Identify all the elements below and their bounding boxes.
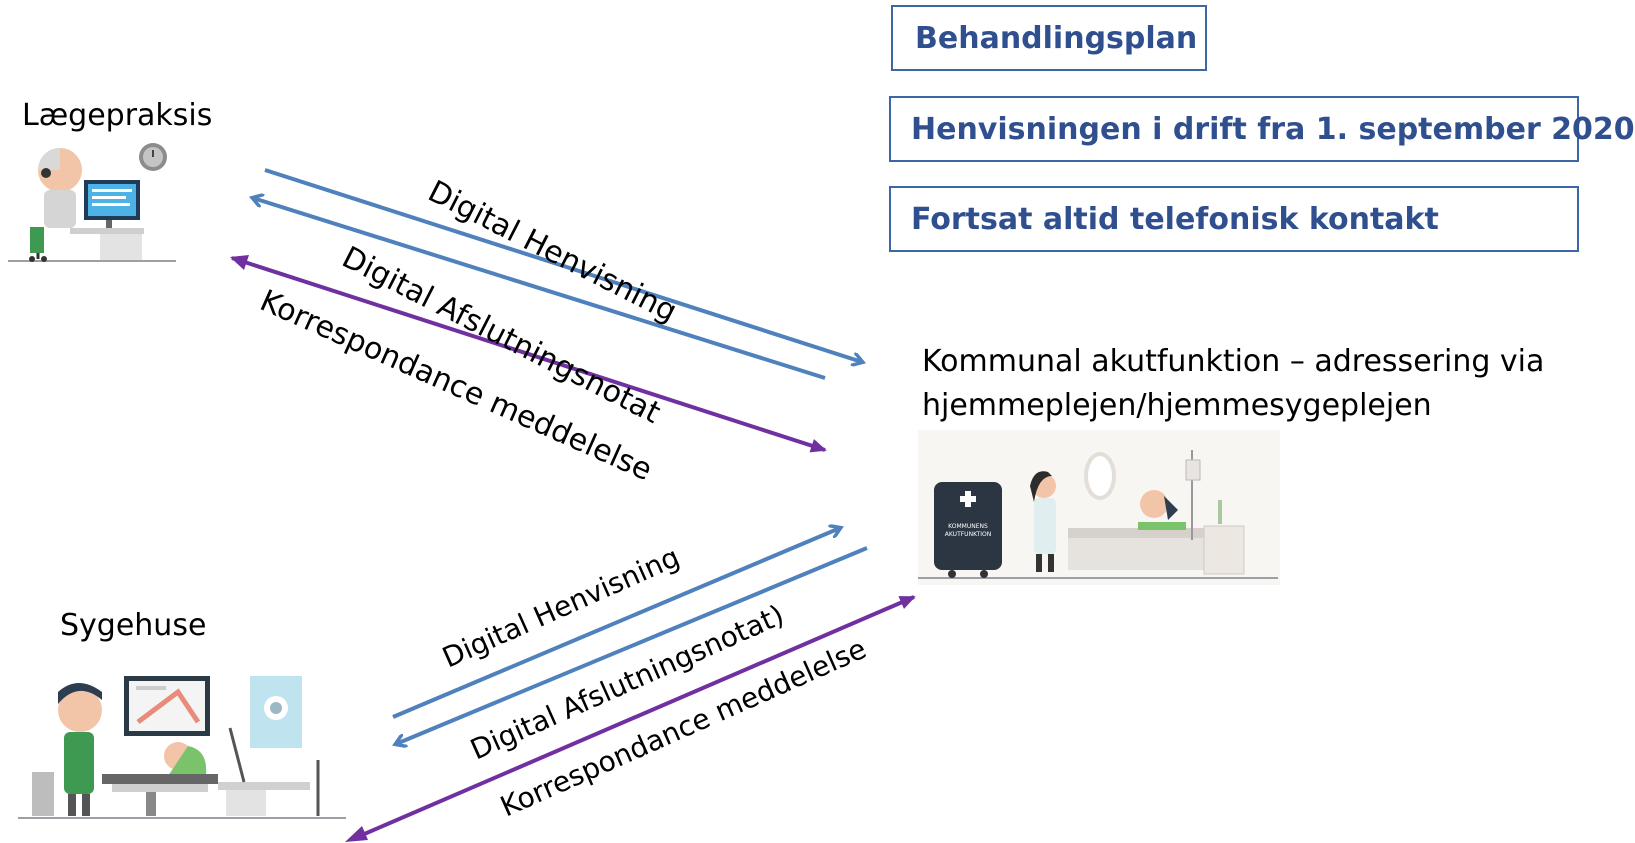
top-afslutning-arrow [253,198,826,380]
hospital-illustration [18,676,346,819]
top-henvisning-arrow [264,168,862,362]
laegepraksis-label: Lægepraksis [22,98,213,133]
kommunal-label-line2: hjemmeplejen/hjemmesygeplejen [922,388,1432,423]
kommunal-label-line1: Kommunal akutfunktion – adressering via [922,344,1545,379]
telefonisk-text: Fortsat altid telefonisk kontakt [911,201,1439,237]
flow-arrows: Digital Henvisning Digital Afslutningsno… [230,168,916,842]
behandlingsplan-text: Behandlingsplan [915,20,1198,56]
doctor-illustration [8,143,176,262]
top-korrespondance-start-head [230,255,249,270]
sygehuse-label: Sygehuse [60,608,207,643]
cart-sign-line2: AKUTFUNKTION [945,531,991,538]
henvisningen-box: Henvisningen i drift fra 1. september 20… [889,96,1635,162]
bottom-henvisning-arrow [392,528,840,719]
telefonisk-box: Fortsat altid telefonisk kontakt [889,186,1579,252]
kommunal-label: Kommunal akutfunktion – adressering via … [922,340,1544,428]
bottom-korrespondance-start-head [345,826,368,842]
bottom-afslutning-arrow [396,546,868,744]
behandlingsplan-box: Behandlingsplan [891,5,1207,71]
cart-sign-line1: KOMMUNENS [948,523,988,530]
top-korrespondance-arrow [231,256,827,453]
bottom-korrespondance-arrow [361,595,916,837]
kommunal-illustration: KOMMUNENS AKUTFUNKTION [918,430,1280,585]
henvisningen-text: Henvisningen i drift fra 1. september 20… [911,111,1635,147]
